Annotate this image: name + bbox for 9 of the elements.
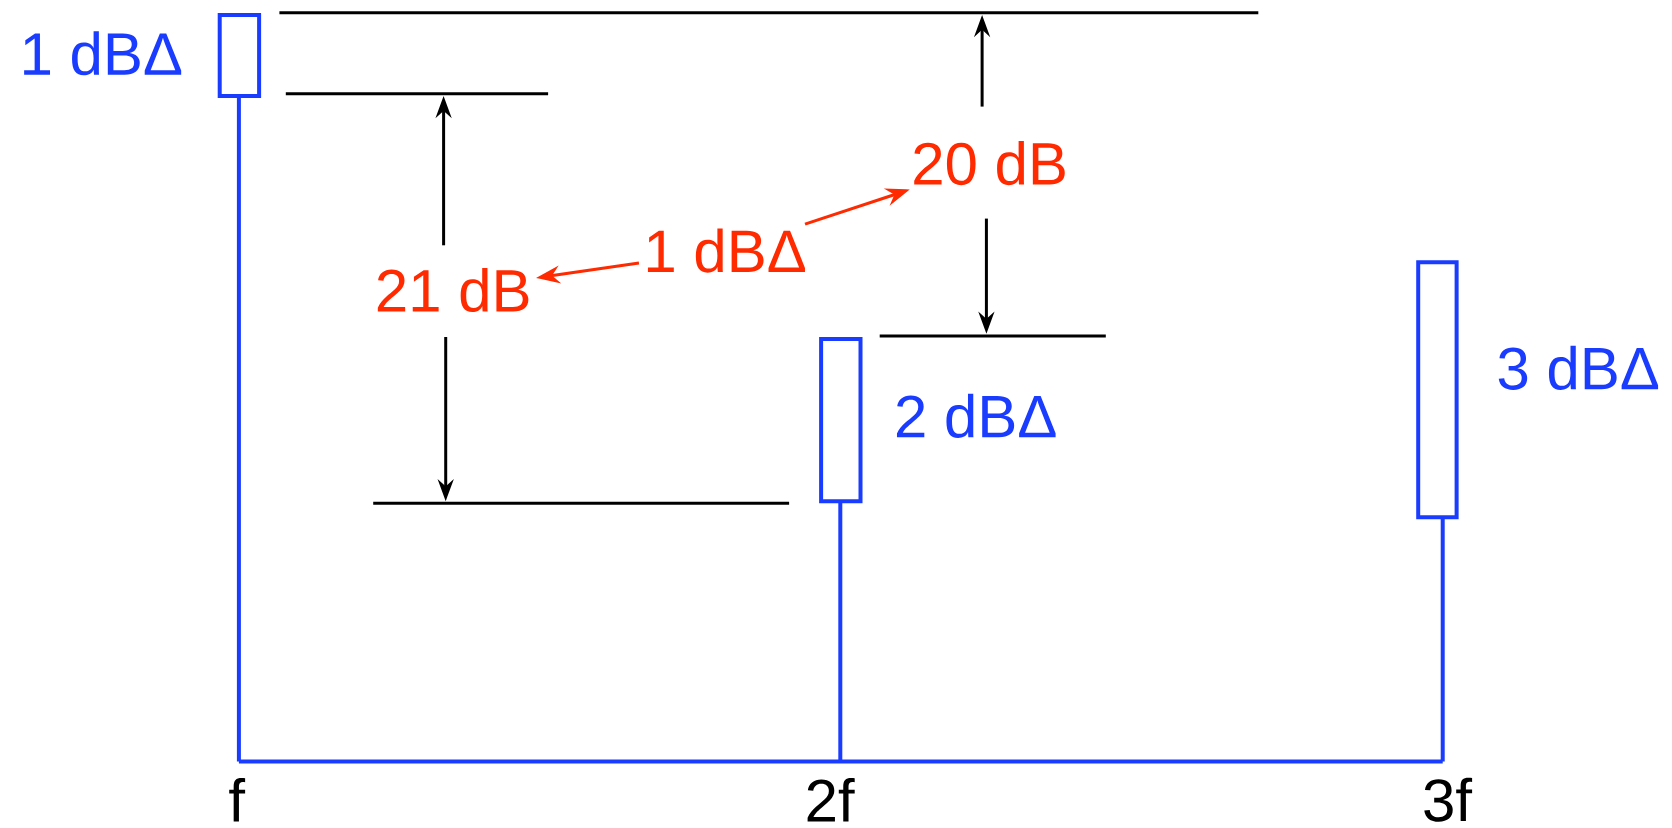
callout-text: 21 dB [377,267,529,313]
tolerance-label: 1 dBΔ [24,31,182,76]
tolerance-label: 2 dBΔ [896,393,1056,438]
axis-label: f [229,778,246,822]
axis-label: 2f [807,778,855,822]
callout-text: 20 dB [914,141,1065,186]
tolerance-label: 3 dBΔ [1498,345,1659,390]
axis-label: 3f [1424,777,1473,822]
callout-text: 1 dBΔ [647,228,805,273]
